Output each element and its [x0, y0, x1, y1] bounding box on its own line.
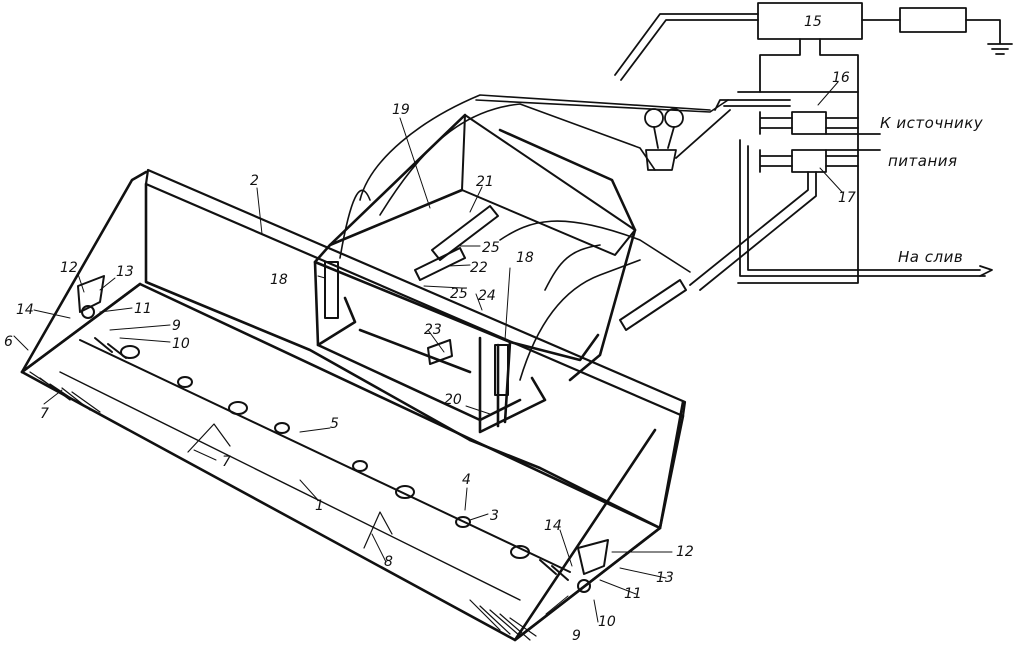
blade-shaft [79, 337, 571, 581]
top-frame [313, 113, 637, 434]
callout-14: 14 [16, 302, 34, 318]
cutting-teeth [29, 371, 537, 641]
callout-18: 18 [516, 250, 534, 266]
callout-12: 12 [676, 544, 694, 560]
callout-9: 9 [172, 318, 181, 334]
callout-17: 17 [838, 190, 856, 206]
callout-8: 8 [384, 554, 393, 570]
note-to-source: К источнику [880, 114, 984, 132]
callout-20: 20 [444, 392, 462, 408]
callout-1: 1 [315, 498, 324, 514]
callout-12: 12 [60, 260, 78, 276]
callout-13: 13 [116, 264, 134, 280]
leader-lines [13, 81, 843, 623]
callout-5: 5 [330, 416, 339, 432]
callout-22: 22 [470, 260, 488, 276]
note-to-drain: На слив [898, 248, 963, 266]
callout-23: 23 [424, 322, 442, 338]
callout-10: 10 [598, 614, 616, 630]
callout-15: 15 [804, 14, 822, 30]
circuit-notes: К источнику питания На слив [880, 114, 984, 266]
bucket-body [20, 168, 687, 642]
callout-10: 10 [172, 336, 190, 352]
callout-13: 13 [656, 570, 674, 586]
callout-16: 16 [832, 70, 850, 86]
end-brackets [77, 275, 609, 593]
callout-19: 19 [392, 102, 410, 118]
callout-18: 18 [270, 272, 288, 288]
callout-11: 11 [134, 301, 152, 317]
callout-9: 9 [572, 628, 581, 644]
hydraulic-hoses [339, 94, 729, 381]
callout-7: 7 [40, 406, 49, 422]
callout-labels: 1 2 3 4 5 6 7 7 8 9 9 10 10 11 11 12 12 … [4, 14, 856, 644]
callout-6: 6 [4, 334, 13, 350]
hydraulic-cylinders [324, 205, 687, 396]
callout-25: 25 [450, 286, 468, 302]
callout-7: 7 [222, 454, 231, 470]
callout-11: 11 [624, 586, 642, 602]
callout-2: 2 [250, 173, 259, 189]
callout-3: 3 [490, 508, 499, 524]
callout-14: 14 [544, 518, 562, 534]
callout-21: 21 [476, 174, 494, 190]
note-power: питания [888, 152, 958, 170]
control-circuit [614, 2, 1013, 291]
callout-4: 4 [462, 472, 471, 488]
callout-25: 25 [482, 240, 500, 256]
callout-24: 24 [478, 288, 496, 304]
